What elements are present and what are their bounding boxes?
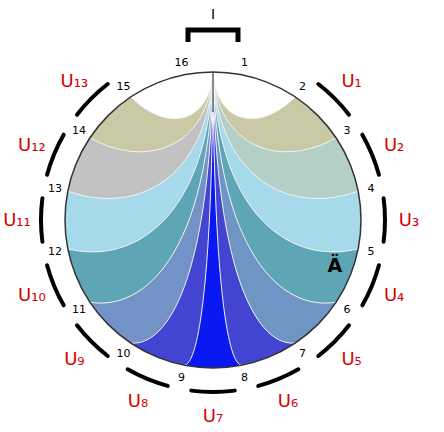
electrode-number: 4 <box>367 183 374 194</box>
current-label: I <box>211 7 215 21</box>
voltage-label: U₄ <box>384 286 404 304</box>
voltage-bracket <box>362 265 379 305</box>
voltage-label: U₇ <box>203 407 223 425</box>
voltage-bracket <box>47 265 64 305</box>
electrode-number: 10 <box>117 348 131 359</box>
voltage-label: U₁₁ <box>3 211 31 229</box>
field-line <box>90 72 213 303</box>
voltage-label: U₁₀ <box>18 286 46 304</box>
voltage-label: U₆ <box>278 392 298 410</box>
potential-band <box>90 72 213 368</box>
potential-bands <box>65 72 361 368</box>
electrode-number: 3 <box>343 125 350 136</box>
electrode-number: 7 <box>299 348 306 359</box>
field-lines <box>68 72 358 365</box>
potential-band <box>213 72 361 368</box>
voltage-label: U₁₃ <box>61 72 89 90</box>
potential-band <box>65 72 213 368</box>
electrode-number: 9 <box>178 372 185 383</box>
field-line <box>131 72 213 119</box>
voltage-label: U₈ <box>128 392 148 410</box>
potential-band <box>68 72 213 368</box>
field-line <box>213 72 336 303</box>
field-line <box>213 72 358 252</box>
voltage-label: U₉ <box>64 350 84 368</box>
electrode-number: 6 <box>343 304 350 315</box>
voltage-label: U₁₂ <box>18 136 46 154</box>
electrode-number: 1 <box>241 57 248 68</box>
voltage-bracket <box>362 135 379 175</box>
potential-band <box>213 72 361 368</box>
region-mark: Ä <box>328 256 343 275</box>
voltage-bracket <box>47 135 64 175</box>
voltage-label: U₃ <box>399 211 419 229</box>
voltage-bracket <box>384 198 385 241</box>
field-line <box>213 72 242 365</box>
electrode-number: 13 <box>48 183 62 194</box>
voltage-bracket <box>128 369 168 386</box>
potential-band <box>213 72 361 368</box>
field-line <box>213 72 295 343</box>
potential-band <box>65 72 213 368</box>
electrode-number: 11 <box>72 304 86 315</box>
electrode-number: 2 <box>299 81 306 92</box>
potential-band <box>65 72 213 368</box>
voltage-brackets <box>41 84 385 392</box>
electrode-number: 12 <box>48 246 62 257</box>
potential-band <box>213 72 358 368</box>
electrode-number: 8 <box>241 372 248 383</box>
voltage-label: U₂ <box>384 136 404 154</box>
electrode-number: 14 <box>72 125 86 136</box>
electrode-number: 16 <box>175 57 189 68</box>
voltage-label: U₅ <box>341 350 361 368</box>
disc-outline <box>65 72 361 368</box>
voltage-bracket <box>258 369 298 386</box>
field-line <box>131 72 213 343</box>
voltage-bracket <box>41 198 42 241</box>
field-line <box>212 72 213 112</box>
potential-band <box>213 72 336 368</box>
voltage-label: U₁ <box>341 72 361 90</box>
field-line <box>213 72 295 119</box>
field-line <box>68 72 213 252</box>
current-bracket <box>188 30 238 42</box>
voltage-bracket <box>191 391 234 392</box>
disc-ground <box>65 72 361 368</box>
electrode-number: 5 <box>367 246 374 257</box>
electrode-number: 15 <box>117 81 131 92</box>
